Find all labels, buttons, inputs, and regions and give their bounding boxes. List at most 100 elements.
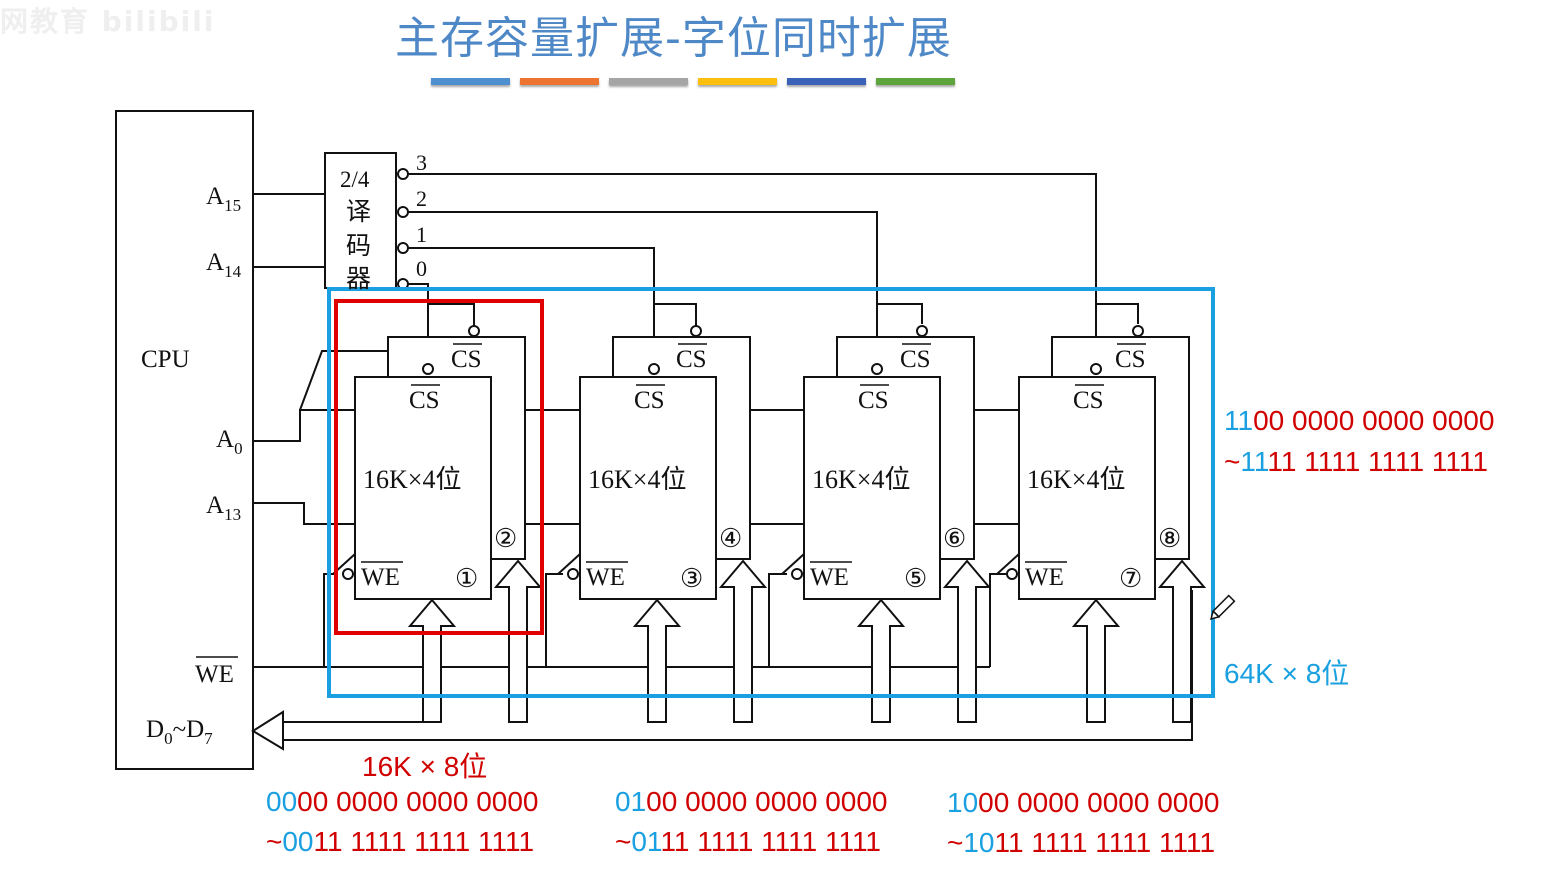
- cs-branch: [877, 303, 923, 324]
- data-arrow: [942, 559, 992, 723]
- cs-branch: [654, 303, 697, 326]
- chip-number: ④: [719, 524, 742, 553]
- chip-capacity-label: 16K×4位: [588, 465, 686, 494]
- back-cs-label: CS: [451, 346, 482, 373]
- cs-bubble: [916, 325, 928, 337]
- a0-branch: [299, 350, 388, 411]
- we-label: WE: [810, 564, 849, 591]
- chip-number: ③: [680, 564, 703, 593]
- we-label: WE: [1025, 564, 1064, 591]
- data-arrow: [856, 598, 906, 723]
- chip-capacity-label: 16K×4位: [812, 465, 910, 494]
- total-memory-highlight: [327, 287, 1215, 698]
- decoder-out-1-label: 1: [416, 222, 427, 247]
- range-start: 0000 0000 0000 0000: [266, 786, 539, 817]
- range-end: ~1011 1111 1111 1111: [947, 827, 1216, 858]
- we-bubble: [1006, 568, 1018, 580]
- range-end: ~0011 1111 1111 1111: [266, 826, 535, 857]
- we-branch: [545, 573, 563, 667]
- chip-group: 16K×4位 CS CS WE ⑦⑧: [996, 325, 1207, 723]
- range-start: 1000 0000 0000 0000: [947, 787, 1220, 818]
- we-branch: [989, 573, 1010, 667]
- range-end: ~1111 1111 1111 1111: [1224, 446, 1488, 477]
- we-bubble: [567, 568, 579, 580]
- decoder-label: 2/4: [340, 167, 370, 192]
- decoder-label-char: 码: [346, 231, 371, 260]
- front-cs-label: CS: [1073, 387, 1104, 414]
- data-arrow: [493, 559, 543, 723]
- cs-bubble: [648, 363, 660, 375]
- color-bar: [520, 78, 599, 85]
- color-bar: [787, 78, 866, 85]
- data-arrow: [632, 598, 682, 723]
- front-cs-label: CS: [634, 387, 665, 414]
- cs-bubble: [422, 363, 434, 375]
- we-label: WE: [361, 564, 400, 591]
- pin-a13-label: A13: [206, 492, 241, 524]
- range-end: ~0111 1111 1111 1111: [615, 826, 882, 857]
- decoder-out-1-wire: [408, 247, 655, 366]
- data-bus-arrowhead: [251, 710, 284, 751]
- pin-we-label: WE: [195, 661, 234, 688]
- front-cs-label: CS: [858, 387, 889, 414]
- decoder-out-3-label: 3: [416, 150, 427, 175]
- cs-branch: [428, 303, 475, 326]
- pin-a14-label: A14: [206, 249, 242, 281]
- chip-number: ⑤: [904, 564, 927, 593]
- we-bubble: [791, 568, 803, 580]
- color-bar-strip: [431, 78, 955, 85]
- cpu-label: CPU: [141, 346, 190, 373]
- back-cs-label: CS: [1115, 346, 1146, 373]
- pin-data-label: D0~D7: [146, 716, 213, 748]
- data-arrow: [718, 559, 768, 723]
- color-bar: [876, 78, 955, 85]
- color-bar: [609, 78, 688, 85]
- chip-number: ⑦: [1119, 564, 1142, 593]
- back-cs-label: CS: [900, 346, 931, 373]
- chip-group: 16K×4位 CS CS WE ⑤⑥: [781, 325, 992, 723]
- decoder-out-2-bubble: [397, 206, 409, 218]
- data-arrow: [407, 598, 457, 723]
- color-bar: [431, 78, 510, 85]
- front-cs-label: CS: [409, 387, 440, 414]
- a0-wire: [253, 409, 390, 442]
- range-start: 0100 0000 0000 0000: [615, 786, 888, 817]
- cs-bubble: [690, 325, 702, 337]
- chip-group: 16K×4位 CS CS WE ③④: [557, 325, 768, 723]
- pencil-cursor-icon: [1209, 594, 1236, 621]
- group-highlight: [334, 299, 544, 635]
- cs-bubble: [871, 363, 883, 375]
- back-cs-label: CS: [676, 346, 707, 373]
- color-bar: [698, 78, 777, 85]
- cs-branch: [1096, 303, 1139, 324]
- chip-capacity-label: 16K×4位: [363, 465, 461, 494]
- decoder-out-3-wire: [408, 173, 1097, 366]
- cs-bubble: [1090, 363, 1102, 375]
- a13-wire: [253, 502, 355, 525]
- pin-a0-label: A0: [216, 426, 243, 458]
- data-arrow: [1157, 559, 1207, 723]
- chip-number: ①: [455, 564, 478, 593]
- total-capacity-label: 64K × 8位: [1224, 658, 1350, 689]
- we-branch: [768, 573, 787, 667]
- decoder-out-2-wire: [408, 211, 878, 366]
- chip-group: 16K×4位 CS CS WE ①②: [332, 325, 543, 723]
- data-arrow: [1071, 598, 1121, 723]
- cs-bubble: [468, 325, 480, 337]
- pin-a15-label: A15: [206, 183, 241, 215]
- watermark: 网教育 bilibili: [0, 5, 216, 38]
- cs-bubble: [1132, 325, 1144, 337]
- range-start: 1100 0000 0000 0000: [1224, 405, 1495, 436]
- decoder-out-0-label: 0: [416, 256, 427, 281]
- chip-number: ②: [494, 524, 517, 553]
- decoder-label-char: 译: [346, 197, 371, 226]
- group-capacity-label: 16K × 8位: [362, 751, 488, 782]
- chip-number: ⑥: [943, 524, 966, 553]
- we-bubble: [342, 568, 354, 580]
- decoder-out-1-bubble: [397, 242, 409, 254]
- chip-capacity-label: 16K×4位: [1027, 465, 1125, 494]
- chip-number: ⑧: [1158, 524, 1181, 553]
- decoder-out-3-bubble: [397, 168, 409, 180]
- we-label: WE: [586, 564, 625, 591]
